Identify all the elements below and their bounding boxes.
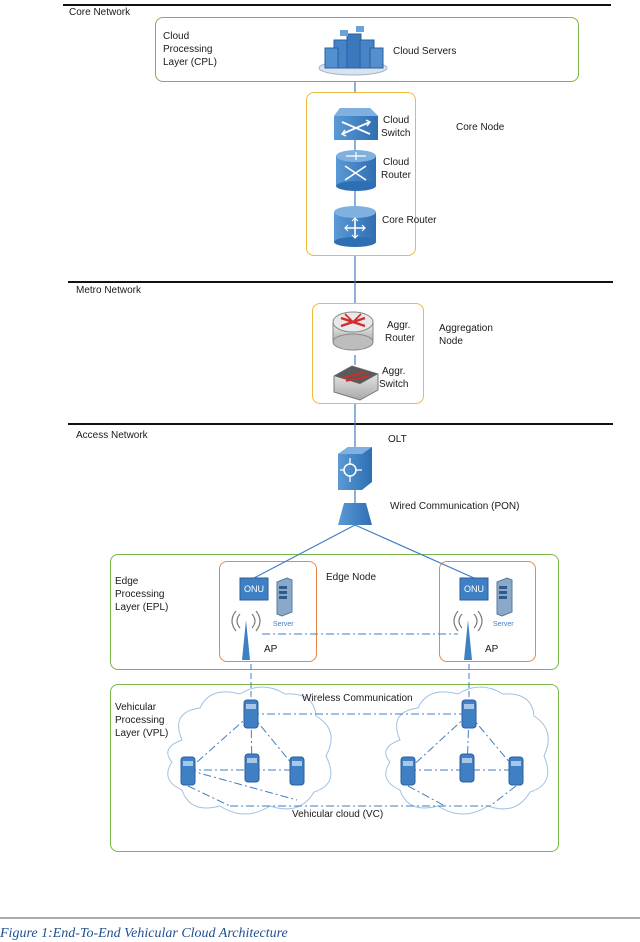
aggregation-node-label-2: Node [439,336,463,347]
olt-icon [338,447,372,490]
core-node-label: Core Node [456,122,505,133]
core-router-icon [334,206,376,247]
metro-network-title: Metro Network [76,285,142,296]
vehicular-processing-layer-box [110,684,559,852]
pon-splitter-icon [338,503,372,525]
edge-node-box-left [219,561,317,662]
vehicle-5 [461,699,477,729]
server-right-icon [496,577,513,617]
link-splitter-onu-right [354,524,475,579]
onu-left-label: ONU [244,584,264,594]
server-left-icon [276,577,293,617]
vehicle-2 [180,756,196,786]
vehicle-icons [180,699,524,786]
vpl-label-2: Processing [115,715,165,726]
cloud-switch-label-2: Switch [381,128,411,139]
vehicle-1 [243,699,259,729]
aggr-router-label-2: Router [385,333,416,344]
vehicle-8 [508,756,524,786]
vehicular-cloud-label: Vehicular cloud (VC) [292,809,384,820]
access-network-divider [68,423,613,425]
cloud-router-icon [336,150,376,191]
server-right-label: Server [493,621,514,628]
onu-right-icon [459,577,489,601]
ap-right-label: AP [485,644,499,655]
vehicle-4 [289,756,305,786]
v2v-links [187,713,517,807]
ap-left-icon [231,610,261,660]
edge-processing-layer-box [110,554,559,670]
vpl-label-1: Vehicular [115,702,157,713]
figure-caption: Figure 1:End-To-End Vehicular Cloud Arch… [0,926,288,941]
olt-label: OLT [388,434,407,445]
aggr-router-label-1: Aggr. [387,320,411,331]
vehicle-7 [459,753,475,783]
core-network-divider [63,4,611,6]
cpl-label-2: Processing [163,44,213,55]
cloud-switch-icon [334,108,378,140]
cloud-router-label-1: Cloud [383,157,410,168]
aggr-switch-icon [333,365,379,401]
cloud-router-label-2: Router [381,170,412,181]
metro-network-divider [68,281,613,283]
aggr-router-icon [332,311,374,351]
vehicular-cloud-right [385,686,549,815]
core-node-box [306,92,416,256]
cloud-processing-layer-box [155,17,579,82]
vehicle-6 [400,756,416,786]
cloud-switch-label-1: Cloud [383,115,410,126]
epl-label-3: Layer (EPL) [115,602,169,613]
edge-node-label: Edge Node [326,572,377,583]
ap-left-label: AP [264,644,278,655]
vehicular-cloud-left [167,686,332,815]
onu-left-icon [239,577,269,601]
aggr-switch-label-1: Aggr. [382,366,406,377]
core-router-label: Core Router [382,215,437,226]
vehicle-3 [244,753,260,783]
vpl-label-3: Layer (VPL) [115,728,169,739]
ap-right-icon [453,610,483,660]
access-network-title: Access Network [76,430,148,441]
cloud-servers-label: Cloud Servers [393,46,457,57]
pon-label: Wired Communication (PON) [390,501,520,512]
epl-label-2: Processing [115,589,165,600]
aggregation-node-box [312,303,424,404]
wireless-communication-label: Wireless Communication [302,693,413,704]
onu-right-label: ONU [464,584,484,594]
link-splitter-onu-left [253,524,356,579]
core-network-title: Core Network [69,7,131,18]
aggregation-node-label-1: Aggregation [439,323,493,334]
aggr-switch-label-2: Switch [379,379,409,390]
cpl-label-1: Cloud [163,31,190,42]
epl-label-1: Edge [115,576,139,587]
edge-node-box-right [439,561,536,662]
cpl-label-3: Layer (CPL) [163,57,217,68]
cloud-servers-icon [318,26,388,76]
server-left-label: Server [273,621,294,628]
